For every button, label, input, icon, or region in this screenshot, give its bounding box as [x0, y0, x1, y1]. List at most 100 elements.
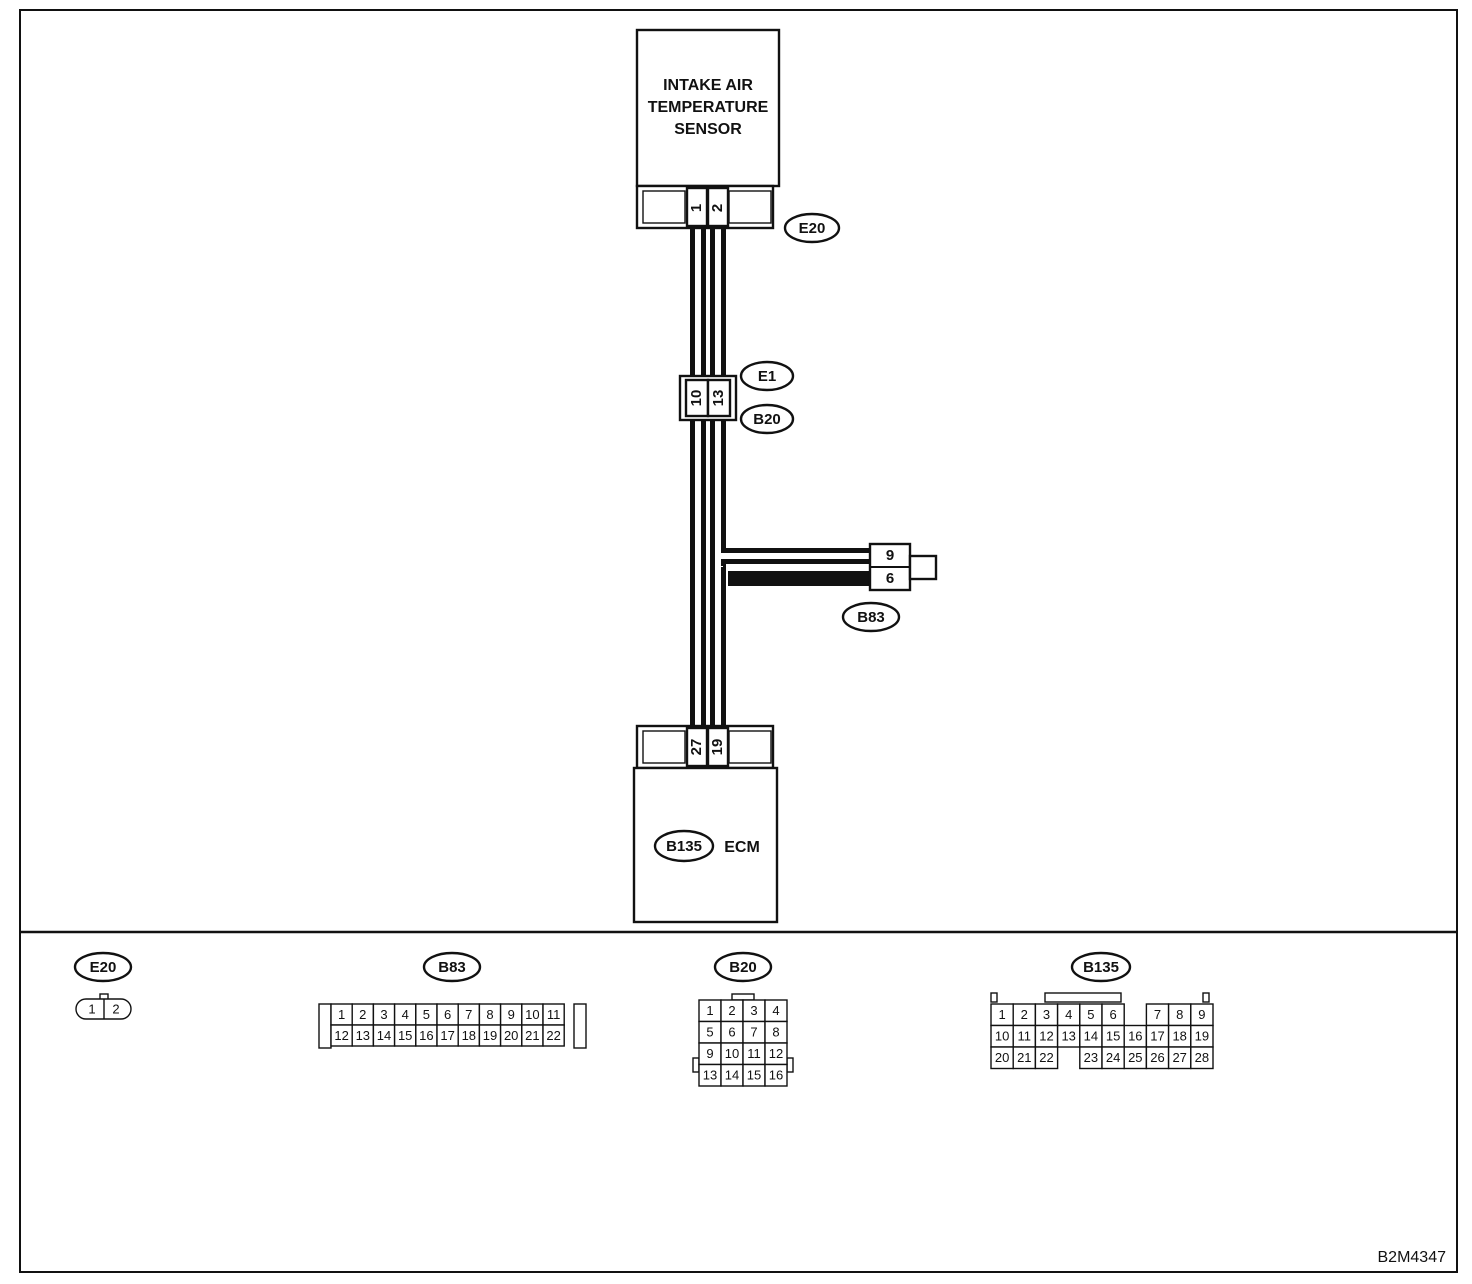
sensor-pin-2: 2	[709, 204, 726, 212]
ecm-pin-19: 19	[709, 739, 726, 756]
intake-air-temperature-sensor: INTAKE AIR TEMPERATURE SENSOR 1 2	[635, 28, 781, 230]
face-b83-pin-11-label: 11	[547, 1007, 561, 1022]
face-b83-pin-14-label: 14	[377, 1028, 391, 1043]
face-b83-pin-2-label: 2	[359, 1007, 366, 1022]
face-b135-pin-11-label: 11	[1018, 1029, 1032, 1044]
face-b20-pin-4-label: 4	[772, 1003, 779, 1018]
svg-text:B20: B20	[753, 411, 781, 428]
face-e20: E20 1 2	[73, 951, 133, 1020]
ecm-pin-27: 27	[688, 739, 705, 756]
harness-wires	[690, 228, 872, 728]
face-b83-pin-19-label: 19	[483, 1028, 497, 1043]
face-b83-pin-12-label: 12	[334, 1028, 348, 1043]
branch-wire-detail	[726, 565, 872, 571]
svg-text:B83: B83	[857, 609, 885, 626]
face-b83-pin-15-label: 15	[398, 1028, 412, 1043]
svg-text:E20: E20	[799, 220, 826, 237]
face-b20-pin-2-label: 2	[728, 1003, 735, 1018]
svg-text:E20: E20	[90, 959, 117, 976]
svg-text:B83: B83	[438, 959, 466, 976]
face-b135-pin-22-cell	[1034, 1046, 1059, 1070]
branch-pin-9: 9	[886, 547, 894, 564]
face-b135-pin-28-cell	[1190, 1046, 1214, 1070]
joint-pin-13: 13	[710, 390, 727, 407]
face-b20-pin-1-label: 1	[706, 1003, 713, 1018]
branch-pin-6: 6	[886, 570, 894, 587]
face-b135-pin-2-label: 2	[1021, 1007, 1028, 1022]
face-b83-pin-6-label: 6	[444, 1007, 451, 1022]
face-b135-pin-21-label: 21	[1017, 1050, 1031, 1065]
face-b135-pin-12-label: 12	[1039, 1029, 1053, 1044]
face-b83-pin-17-label: 17	[440, 1028, 454, 1043]
face-b135-pin-17-label: 17	[1150, 1029, 1164, 1044]
face-b135-pin-1-label: 1	[998, 1007, 1005, 1022]
face-b83-pin-22-label: 22	[546, 1028, 560, 1043]
face-b20-pin-13-label: 13	[703, 1068, 717, 1083]
face-b20-pin-15-label: 15	[747, 1068, 761, 1083]
face-b135-pin-3-label: 3	[1043, 1007, 1050, 1022]
face-b135-pin-22-label: 22	[1039, 1050, 1053, 1065]
face-b135-pin-25-label: 25	[1128, 1050, 1142, 1065]
face-b135-pin-26-label: 26	[1150, 1050, 1164, 1065]
sensor-title-line-1: INTAKE AIR	[663, 77, 753, 94]
face-b135-pin-18-label: 18	[1172, 1029, 1186, 1044]
ecm-connector-tag: B135	[666, 838, 702, 855]
face-b83-pin-4-label: 4	[402, 1007, 409, 1022]
face-e20-pin-1: 1	[88, 1001, 95, 1016]
face-b83-pin-13-label: 13	[356, 1028, 370, 1043]
face-b83-pin-7-label: 7	[465, 1007, 472, 1022]
face-b83-pin-20-label: 20	[504, 1028, 518, 1043]
svg-text:E1: E1	[758, 368, 776, 385]
svg-text:B20: B20	[729, 959, 757, 976]
face-b20-pin-7-label: 7	[750, 1025, 757, 1040]
face-b83-pin-9-label: 9	[508, 1007, 515, 1022]
face-b135-pin-24-label: 24	[1106, 1050, 1120, 1065]
face-b20-pin-12-label: 12	[769, 1046, 783, 1061]
face-b135-pin-16-label: 16	[1128, 1029, 1142, 1044]
connector-tag-b20: B20	[739, 403, 795, 435]
face-b83-pin-16-label: 16	[419, 1028, 433, 1043]
sensor-pin-1: 1	[688, 204, 705, 212]
sensor-title-line-2: TEMPERATURE	[648, 99, 769, 116]
face-b135-pin-7-label: 7	[1154, 1007, 1161, 1022]
face-b83-pin-5-label: 5	[423, 1007, 430, 1022]
face-b20-pin-10-label: 10	[725, 1046, 739, 1061]
face-b83-pin-1-label: 1	[338, 1007, 345, 1022]
connector-tag-e20: E20	[783, 212, 841, 244]
figure-id: B2M4347	[1378, 1249, 1447, 1266]
face-b135-pin-9-label: 9	[1198, 1007, 1205, 1022]
face-b135-pin-20-label: 20	[995, 1050, 1009, 1065]
face-b20-pin-14-label: 14	[725, 1068, 739, 1083]
face-b83-pin-22-cell	[542, 1024, 565, 1047]
face-b20-pin-3-label: 3	[750, 1003, 757, 1018]
face-b83-pin-3-label: 3	[380, 1007, 387, 1022]
face-b20-pin-9-label: 9	[706, 1046, 713, 1061]
face-b135-pin-6-label: 6	[1109, 1007, 1116, 1022]
face-b135-pin-23-label: 23	[1084, 1050, 1098, 1065]
joint-connector-e1-b20: 10 13	[678, 374, 738, 422]
svg-text:B135: B135	[1083, 959, 1119, 976]
face-b135-pin-19-label: 19	[1195, 1029, 1209, 1044]
ecm-module: 27 19 B135 ECM	[632, 724, 779, 924]
sensor-title-line-3: SENSOR	[674, 121, 742, 138]
face-b20-pin-16-label: 16	[769, 1068, 783, 1083]
face-b20-pin-11-label: 11	[747, 1046, 761, 1061]
face-b135-pin-28-label: 28	[1195, 1050, 1209, 1065]
face-b83-pin-18-label: 18	[462, 1028, 476, 1043]
face-b135-pin-27-label: 27	[1172, 1050, 1186, 1065]
connector-tag-e1: E1	[739, 360, 795, 392]
face-b135-pin-5-label: 5	[1087, 1007, 1094, 1022]
branch-connector-b83: 9 6	[868, 542, 938, 592]
joint-pin-10: 10	[688, 390, 705, 407]
face-b135-pin-15-label: 15	[1106, 1029, 1120, 1044]
face-b20-pin-6-label: 6	[728, 1025, 735, 1040]
face-b20-pin-5-label: 5	[706, 1025, 713, 1040]
face-b135-pin-4-label: 4	[1065, 1007, 1072, 1022]
face-e20-pin-2: 2	[112, 1001, 119, 1016]
face-b135-pin-10-label: 10	[995, 1029, 1009, 1044]
face-b83-pin-10-label: 10	[525, 1007, 539, 1022]
